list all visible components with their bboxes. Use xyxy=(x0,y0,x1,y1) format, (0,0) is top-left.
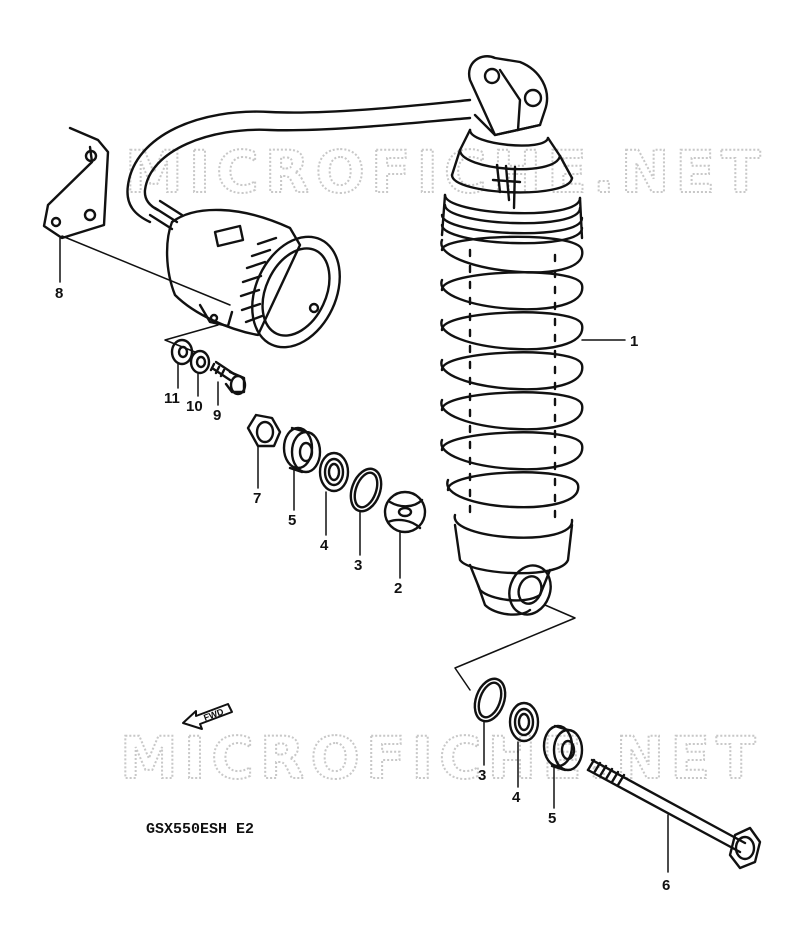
leader-bolt xyxy=(164,324,219,353)
bolt-part-6 xyxy=(586,758,762,870)
o-ring-part-3-lower xyxy=(473,677,507,723)
seal-part-4-upper xyxy=(318,451,350,493)
nut-part-7 xyxy=(246,413,282,448)
callout-3-upper: 3 xyxy=(354,557,362,574)
callout-9: 9 xyxy=(213,407,221,424)
shock-absorber-part-1 xyxy=(440,55,584,616)
o-ring-part-3-upper xyxy=(349,467,383,513)
callout-8: 8 xyxy=(55,285,63,302)
callout-3-lower: 3 xyxy=(478,767,486,784)
leader-lower xyxy=(454,604,576,691)
fwd-label: FWD xyxy=(202,706,225,723)
forward-direction-arrow xyxy=(182,703,233,730)
reservoir-hose xyxy=(126,98,472,231)
callout-2: 2 xyxy=(394,580,402,597)
seal-part-4-lower xyxy=(508,701,540,743)
watermark-top: MICROFICHE.NET xyxy=(125,138,767,206)
callout-10: 10 xyxy=(186,398,203,415)
bushing-part-5-lower xyxy=(542,724,584,772)
callout-numbers: 1 2 3 4 5 6 7 8 9 10 11 3 4 5 xyxy=(55,285,670,894)
callout-7: 7 xyxy=(253,490,261,507)
callout-leaders xyxy=(59,237,669,873)
callout-1: 1 xyxy=(630,333,638,350)
reservoir-canister xyxy=(165,208,341,349)
washer-part-11 xyxy=(170,338,194,366)
bolt-part-9 xyxy=(209,360,247,396)
bearing-part-2 xyxy=(383,490,427,534)
callout-5-lower: 5 xyxy=(548,810,556,827)
callout-5-upper: 5 xyxy=(288,512,296,529)
callout-4-lower: 4 xyxy=(512,789,521,806)
model-code: GSX550ESH E2 xyxy=(146,821,254,838)
lock-washer-part-10 xyxy=(189,349,211,375)
bushing-part-5-upper xyxy=(282,426,322,474)
callout-4-upper: 4 xyxy=(320,537,329,554)
watermark-bottom: MICROFICHE.NET xyxy=(120,724,762,792)
callout-11: 11 xyxy=(164,390,180,407)
callout-6: 6 xyxy=(662,877,670,894)
bracket-part-8 xyxy=(42,126,110,240)
leader-bracket xyxy=(61,235,231,306)
